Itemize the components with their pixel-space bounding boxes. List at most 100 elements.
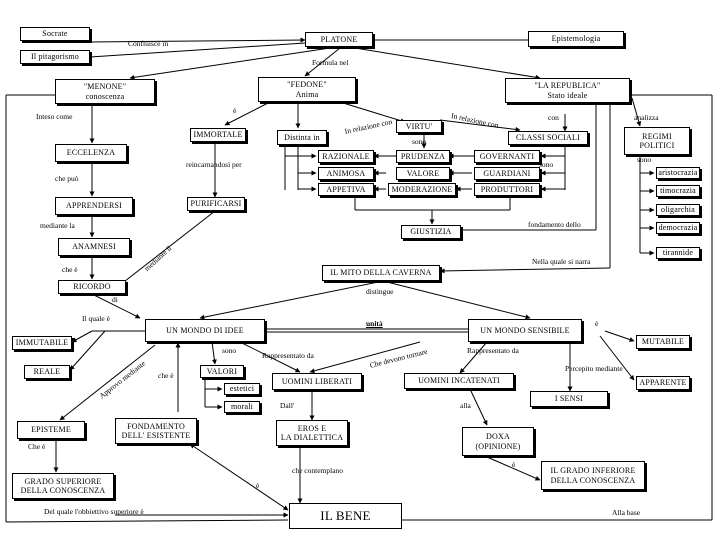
label-sono-valori: sono (222, 346, 237, 355)
label-sono-regimi: sono (637, 155, 652, 164)
label-unita: unità (366, 319, 383, 328)
node-moderazione: MODERAZIONE (388, 183, 456, 196)
arrow-socrate-platone (89, 37, 306, 43)
node-mutabile: MUTABILE (636, 335, 690, 349)
node-uomini-liberati: UOMINI LIBERATI (272, 373, 362, 390)
node-epistemologia-text: Epistemologia (551, 34, 601, 44)
node-anamnesi-text: ANAMNESI (72, 242, 116, 252)
node-bene: IL BENE (289, 503, 402, 529)
node-bene-text: IL BENE (320, 507, 371, 523)
label-che-contemplano: che contemplano (292, 466, 344, 475)
label-confluisce: Confluisce in (128, 39, 169, 48)
label-rappresentato-sensibile: Rappresentato da (467, 346, 519, 355)
node-immutabile-text: IMMUTABILE (15, 338, 69, 348)
node-grado-inferiore: IL GRADO INFERIORE DELLA CONOSCENZA (541, 461, 645, 490)
node-uomini-liberati-text: UOMINI LIBERATI (281, 376, 353, 386)
node-apparente-text: APPARENTE (639, 378, 687, 388)
node-mondo-idee-text: UN MONDO DI IDEE (166, 325, 244, 335)
node-valori-text: VALORI (206, 366, 238, 376)
node-platone-text: PLATONE (320, 34, 358, 44)
label-inteso: Inteso come (36, 112, 73, 121)
label-fondamento-dello: fondamento dello (528, 220, 581, 229)
node-morali-text: morali (230, 402, 254, 412)
node-episteme-text: EPISTEME (31, 425, 71, 435)
node-virtu: VIRTU' (396, 120, 442, 133)
label-nella-quale: Nella quale si narra (532, 257, 591, 266)
node-menone: "MENONE" conoscenza (55, 79, 155, 104)
node-fedone-title: "FEDONE" (287, 80, 327, 90)
node-uomini-incatenati-text: UOMINI INCATENATI (418, 376, 500, 386)
node-eccelenza-text: ECCELENZA (66, 148, 116, 158)
node-pitagorismo: Il pitagorismo (20, 50, 90, 64)
node-purificarsi: PURIFICARSI (187, 197, 245, 211)
node-fedone-sub: Anima (295, 89, 319, 99)
node-socrate-text: Socrate (42, 29, 68, 39)
label-che-e-fondamento: che è (158, 371, 174, 380)
node-giustizia: GIUSTIZIA (401, 225, 461, 239)
node-eccelenza: ECCELENZA (55, 144, 127, 162)
node-produttori: PRODUTTORI (474, 183, 540, 196)
node-produttori-text: PRODUTTORI (480, 184, 534, 194)
label-e-fondamento-bene: è (256, 481, 260, 490)
label-che-e-episteme: Che è (28, 442, 46, 451)
node-democrazia: democrazia (656, 222, 700, 234)
label-e-sensibile: è (595, 319, 599, 328)
node-purificarsi-text: PURIFICARSI (190, 199, 242, 209)
label-formula: Formula nel (312, 58, 349, 67)
node-estetici: estetici (224, 383, 260, 395)
node-apparente: APPARENTE (636, 376, 690, 390)
label-e-doxa: è (512, 460, 516, 469)
node-sensi-text: I SENSI (554, 394, 584, 404)
label-il-quale: Il quale è (82, 314, 110, 323)
node-immutabile: IMMUTABILE (12, 336, 72, 350)
node-guardiani-text: GUARDIANI (483, 168, 531, 178)
label-rappresentato-idee: Rappresentato da (262, 351, 314, 360)
node-doxa-line1: DOXA (486, 432, 510, 442)
node-repubblica: "LA REPUBLICA" Stato ideale (505, 78, 630, 103)
node-grado-superiore: GRADO SUPERIORE DELLA CONOSCENZA (12, 473, 114, 499)
node-appetitiva-text: APPETIVA (326, 184, 366, 194)
node-fondamento-line2: DELL' ESISTENTE (121, 431, 191, 440)
node-aristocrazia-text: aristocrazia (658, 168, 698, 178)
node-ricordo: RICORDO (58, 280, 126, 294)
label-con: con (548, 113, 559, 122)
label-analizza: analizza (634, 113, 659, 122)
label-distingue: distingue (366, 287, 394, 296)
node-razionale: RAZIONALE (318, 150, 374, 163)
node-mondo-idee: UN MONDO DI IDEE (145, 319, 265, 342)
node-grado-inf-line1: IL GRADO INFERIORE (550, 466, 636, 476)
node-valore: VALORE (396, 167, 450, 180)
node-mito-caverna: IL MITO DELLA CAVERNA (322, 265, 440, 281)
node-apprendere-text: APPRENDERSI (66, 201, 122, 211)
node-mondo-sensibile-text: UN MONDO SENSIBILE (480, 325, 570, 335)
label-di: di (112, 295, 118, 304)
node-fedone: "FEDONE" Anima (258, 77, 356, 102)
node-mutabile-text: MUTABILE (641, 337, 685, 347)
node-menone-sub: conoscenza (85, 91, 125, 101)
node-epistemologia: Epistemologia (528, 31, 624, 47)
node-fondamento-line1: FONDAMENTO (127, 421, 185, 431)
node-valore-text: VALORE (406, 168, 440, 178)
node-moderazione-text: MODERAZIONE (391, 184, 453, 194)
node-reale: REALE (24, 365, 70, 379)
node-tirannide: tirannide (656, 247, 700, 259)
node-mondo-sensibile: UN MONDO SENSIBILE (468, 319, 582, 342)
node-repubblica-sub: Stato ideale (547, 90, 588, 100)
label-sono-virtu: sono (412, 137, 427, 146)
label-che-e-ricordo: che è (62, 265, 78, 274)
node-fondamento: FONDAMENTO DELL' ESISTENTE (115, 418, 197, 444)
node-platone: PLATONE (305, 32, 373, 47)
node-animosa-text: ANIMOSA (326, 168, 366, 178)
node-repubblica-title: "LA REPUBLICA" (534, 81, 601, 91)
node-doxa-line2: (OPINIONE) (475, 441, 521, 451)
node-democrazia-text: democrazia (658, 223, 698, 233)
node-eros-line2: LA DIALETTICA (280, 433, 344, 442)
node-tirannide-text: tirannide (662, 248, 694, 258)
node-apprendere: APPRENDERSI (55, 197, 133, 215)
node-animosa: ANIMOSA (318, 167, 374, 180)
label-reincarnandosi: reincarnandosi per (186, 160, 242, 169)
node-classi-sociali-text: CLASSI SOCIALI (516, 133, 580, 143)
node-morali: morali (224, 401, 260, 413)
node-eros-dialettica: EROS E LA DIALETTICA (276, 420, 348, 446)
